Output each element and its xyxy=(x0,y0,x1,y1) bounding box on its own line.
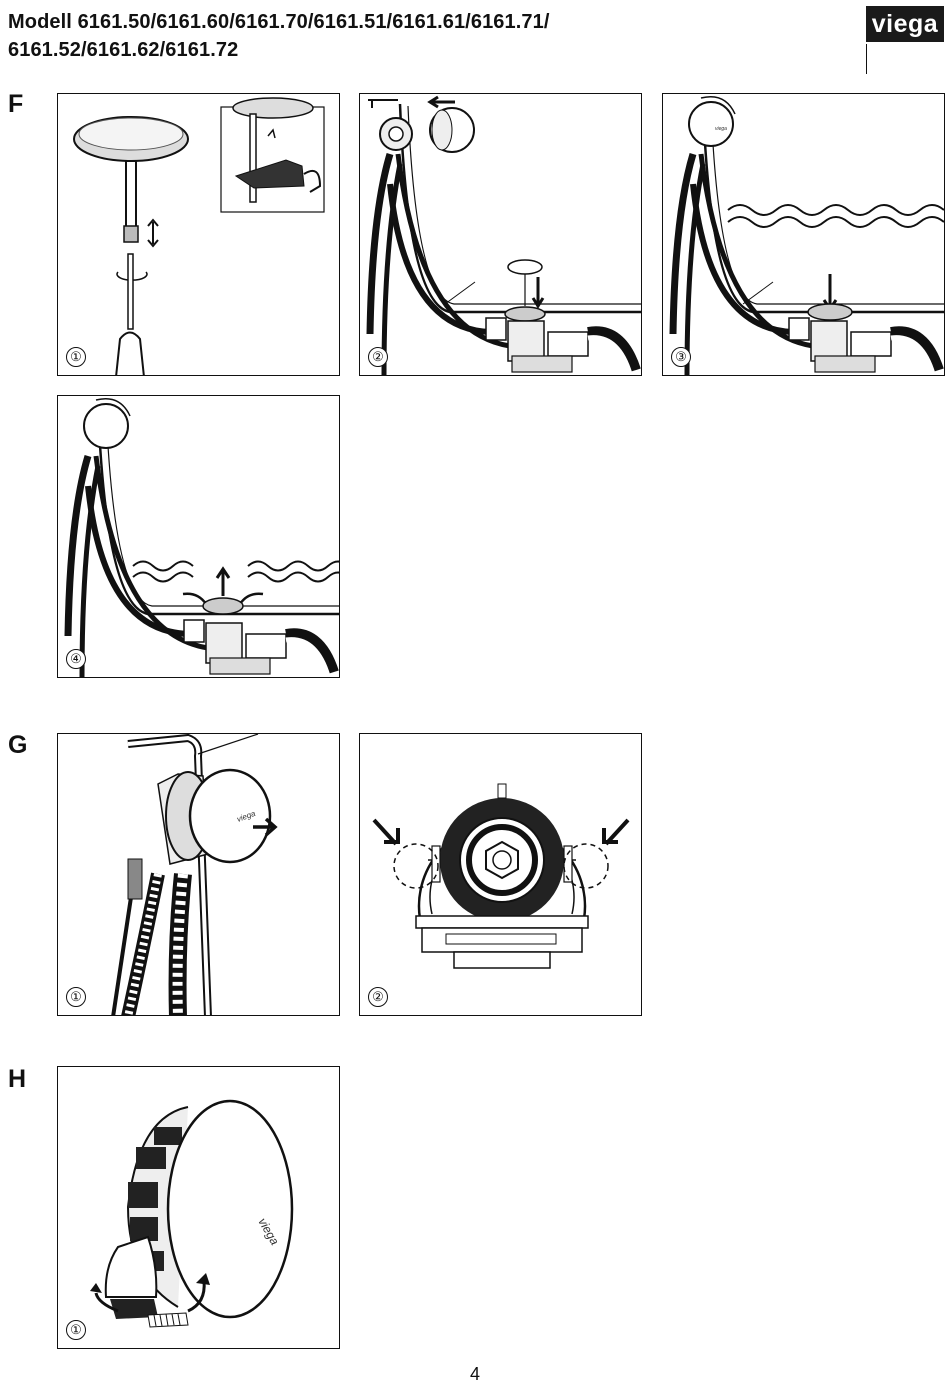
logo-divider xyxy=(866,44,867,74)
step-number: ① xyxy=(66,347,86,367)
brand-mark: viega xyxy=(715,126,727,132)
overflow-cap-removal-illustration: viega xyxy=(111,734,278,1015)
step-number: ① xyxy=(66,987,86,1007)
step-number: ③ xyxy=(671,347,691,367)
figure-f4: ④ xyxy=(57,395,340,678)
drain-plug-closed-illustration: viega xyxy=(669,96,944,375)
figure-f2: ② xyxy=(359,93,642,376)
step-number: ④ xyxy=(66,649,86,669)
title-line-2: 6161.52/6161.62/6161.72 xyxy=(8,39,239,61)
figure-h1: viega ① xyxy=(57,1066,340,1349)
drain-plug-open-illustration xyxy=(64,398,339,677)
section-label-h: H xyxy=(8,1065,27,1093)
step-number: ① xyxy=(66,1320,86,1340)
section-label-f: F xyxy=(8,90,24,118)
drain-plug-removal-illustration xyxy=(366,95,641,375)
overflow-clip-detail-illustration xyxy=(372,783,630,969)
page-title: Modell 6161.50/6161.60/6161.70/6161.51/6… xyxy=(8,8,768,64)
section-label-g: G xyxy=(8,731,28,759)
step-number: ② xyxy=(368,987,388,1007)
overflow-cap-rotation-illustration: viega xyxy=(90,1099,294,1328)
figure-f3: viega ③ xyxy=(662,93,945,376)
figure-g1: viega ① xyxy=(57,733,340,1016)
plug-adjust-illustration xyxy=(73,97,325,375)
figure-g2: ② xyxy=(359,733,642,1016)
figure-f1: ① xyxy=(57,93,340,376)
step-number: ② xyxy=(368,347,388,367)
title-line-1: Modell 6161.50/6161.60/6161.70/6161.51/6… xyxy=(8,11,550,33)
page-number: 4 xyxy=(469,1364,480,1384)
viega-logo: viega xyxy=(866,6,944,42)
